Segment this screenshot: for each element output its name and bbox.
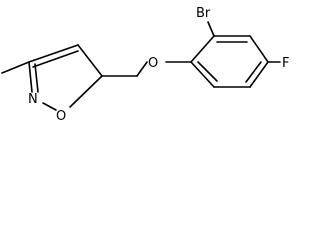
bond-ring-br: [207, 21, 215, 37]
ring-bond-4-inner: [245, 61, 262, 83]
ring-bond-4: [249, 61, 269, 88]
bromine-label: Br: [196, 6, 211, 21]
bond-o1-n2: [42, 102, 57, 111]
methyl-bond: [1, 61, 30, 74]
bond-n2-c3: [28, 61, 33, 93]
bond-ch2-o: [136, 61, 148, 77]
bond-c3-c4: [28, 44, 79, 63]
ring-bond-6: [190, 61, 215, 88]
bond-c4-c5: [77, 44, 103, 77]
bond-n2-c3-double: [34, 63, 39, 93]
ring-bond-3: [249, 35, 269, 63]
molecule-diagram: Br F O O N: [1, 6, 290, 124]
bond-c5-o1: [69, 75, 103, 108]
ring-nitrogen-label: N: [28, 92, 38, 107]
ring-bond-1: [190, 35, 215, 63]
ring-bond-6-inner: [197, 61, 218, 82]
ring-oxygen-label: O: [56, 109, 66, 124]
ether-oxygen-label: O: [148, 56, 158, 71]
bond-c3-c4-double: [32, 50, 79, 68]
fluorine-label: F: [282, 56, 289, 71]
structure-svg: Br F O O N: [1, 6, 289, 124]
